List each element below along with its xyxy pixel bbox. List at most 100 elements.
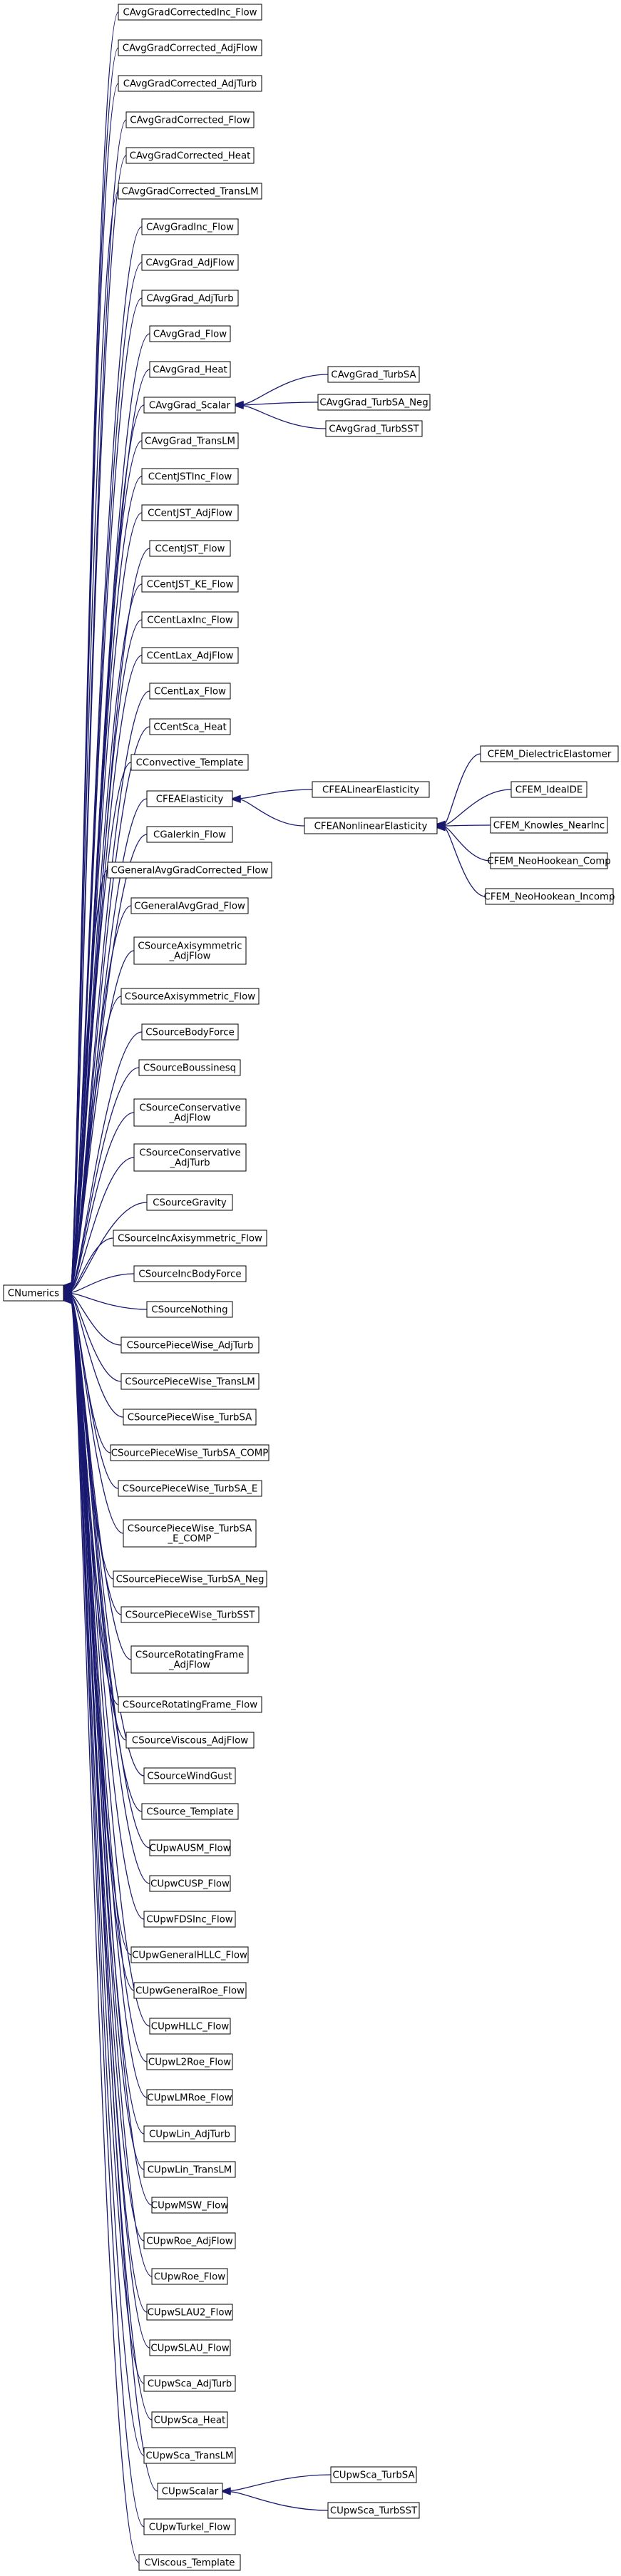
class-node-csourcepiecewise-translm[interactable]: CSourcePieceWise_TransLM [120, 1373, 260, 1390]
class-node-ccentlax-adjflow[interactable]: CCentLax_AdjFlow [141, 647, 239, 664]
class-node-csourceboussinesq[interactable]: CSourceBoussinesq [138, 1059, 241, 1076]
class-node-cfealinearelasticity[interactable]: CFEALinearElasticity [312, 781, 430, 798]
class-node-csourceincaxisymmetric-flow[interactable]: CSourceIncAxisymmetric_Flow [113, 1230, 267, 1247]
class-node-cupwroe-flow[interactable]: CUpwRoe_Flow [151, 2268, 228, 2285]
class-node-cupwlmroe-flow[interactable]: CUpwLMRoe_Flow [146, 2089, 233, 2106]
class-node-ccentlaxinc-flow[interactable]: CCentLaxInc_Flow [141, 611, 239, 628]
class-node-cavggradcorrected-heat[interactable]: CAvgGradCorrected_Heat [125, 147, 255, 164]
class-node-csourceincbodyforce[interactable]: CSourceIncBodyForce [133, 1265, 247, 1282]
class-node-cgeneralavggradcorrected-flow[interactable]: CGeneralAvgGradCorrected_Flow [107, 862, 272, 879]
class-node-cavggradcorrected-translm[interactable]: CAvgGradCorrected_TransLM [118, 183, 262, 200]
class-node-csourcepiecewise-turbsa[interactable]: CSourcePieceWise_TurbSA [123, 1409, 257, 1426]
class-node-cfem-dielectricelastomer[interactable]: CFEM_DielectricElastomer [480, 745, 619, 762]
class-node-cfem-neohookean-incomp[interactable]: CFEM_NeoHookean_Incomp [484, 888, 615, 905]
class-node-csourceconservative-adjturb[interactable]: CSourceConservative_AdjTurb [133, 1143, 247, 1172]
class-node-ccentjstinc-flow[interactable]: CCentJSTInc_Flow [141, 468, 239, 485]
class-node-csourcerotatingframe-adjflow[interactable]: CSourceRotatingFrame_AdjFlow [130, 1645, 249, 1674]
inheritance-edge [443, 789, 512, 826]
class-node-label: CAvgGrad_TurbSST [329, 424, 419, 435]
class-node-box [327, 2502, 420, 2519]
inheritance-edge [229, 2491, 329, 2511]
class-node-label: CSourceBoussinesq [143, 1063, 236, 1074]
class-node-label: CSourcePieceWise_TurbSA_E [123, 1484, 258, 1495]
class-node-csourcewindgust[interactable]: CSourceWindGust [143, 1767, 236, 1784]
class-node-csourceaxisymmetric-adjflow[interactable]: CSourceAxisymmetric_AdjFlow [133, 936, 247, 965]
class-node-ccentjst-flow[interactable]: CCentJST_Flow [149, 540, 231, 557]
class-node-cupwgeneralroe-flow[interactable]: CUpwGeneralRoe_Flow [133, 1982, 247, 1999]
class-node-box [118, 183, 262, 200]
class-node-cupwl2roe-flow[interactable]: CUpwL2Roe_Flow [146, 2053, 233, 2070]
class-node-label: CGeneralAvgGradCorrected_Flow [111, 866, 269, 876]
class-node-cavggradcorrectedinc-flow[interactable]: CAvgGradCorrectedInc_Flow [118, 4, 262, 21]
class-node-cavggradcorrected-adjturb[interactable]: CAvgGradCorrected_AdjTurb [118, 75, 262, 92]
class-node-cfem-idealde[interactable]: CFEM_IdealDE [510, 781, 587, 798]
class-node-cavggrad-scalar[interactable]: CAvgGrad_Scalar [143, 397, 236, 414]
class-node-csourcepiecewise-turbsst[interactable]: CSourcePieceWise_TurbSST [120, 1606, 260, 1623]
class-node-cupwsca-turbsst[interactable]: CUpwSca_TurbSST [327, 2502, 420, 2519]
inheritance-edge [242, 374, 329, 405]
class-node-label: CUpwScalar [162, 2487, 219, 2498]
class-node-csourceaxisymmetric-flow[interactable]: CSourceAxisymmetric_Flow [120, 988, 260, 1005]
class-node-cfeaelasticity[interactable]: CFEAElasticity [146, 790, 233, 807]
class-node-cavggradcorrected-flow[interactable]: CAvgGradCorrected_Flow [125, 111, 255, 128]
class-node-cnumerics[interactable]: CNumerics [3, 1284, 64, 1302]
class-node-box [149, 718, 231, 735]
class-node-cavggrad-adjturb[interactable]: CAvgGrad_AdjTurb [141, 290, 239, 307]
class-node-cfeanonlinearelasticity[interactable]: CFEANonlinearElasticity [304, 817, 438, 834]
class-node-cupwgeneralhllc-flow[interactable]: CUpwGeneralHLLC_Flow [130, 1946, 249, 1963]
class-node-cupwfdsinc-flow[interactable]: CUpwFDSInc_Flow [143, 1911, 236, 1928]
class-node-cupwlin-adjturb[interactable]: CUpwLin_AdjTurb [143, 2125, 236, 2142]
class-node-ccentlax-flow[interactable]: CCentLax_Flow [149, 683, 231, 700]
class-node-cgeneralavggrad-flow[interactable]: CGeneralAvgGrad_Flow [130, 897, 249, 914]
class-node-cupwmsw-flow[interactable]: CUpwMSW_Flow [151, 2197, 229, 2214]
class-node-csourcepiecewise-turbsa-neg[interactable]: CSourcePieceWise_TurbSA_Neg [113, 1570, 267, 1588]
class-node-cfem-knowles-nearinc[interactable]: CFEM_Knowles_NearInc [490, 817, 608, 834]
class-node-csourcepiecewise-turbsa-comp[interactable]: CSourcePieceWise_TurbSA_COMP [110, 1444, 270, 1461]
class-node-cavggradinc-flow[interactable]: CAvgGradInc_Flow [141, 218, 239, 235]
class-node-csourcepiecewise-turbsa-e[interactable]: CSourcePieceWise_TurbSA_E [118, 1480, 262, 1497]
class-node-cfem-neohookean-comp[interactable]: CFEM_NeoHookean_Comp [487, 852, 611, 869]
class-node-cconvective-template[interactable]: CConvective_Template [130, 754, 249, 771]
class-node-cupwausm-flow[interactable]: CUpwAUSM_Flow [149, 1839, 231, 1856]
class-node-cupwlin-translm[interactable]: CUpwLin_TransLM [143, 2161, 236, 2178]
class-node-csourcepiecewise-adjturb[interactable]: CSourcePieceWise_AdjTurb [120, 1336, 260, 1354]
class-node-cupwhllc-flow[interactable]: CUpwHLLC_Flow [149, 2018, 231, 2035]
class-node-csourceviscous-adjflow[interactable]: CSourceViscous_AdjFlow [125, 1732, 255, 1749]
class-node-cavggrad-heat[interactable]: CAvgGrad_Heat [149, 361, 231, 378]
class-node-cviscous-template[interactable]: CViscous_Template [138, 2554, 241, 2571]
class-node-cupwcusp-flow[interactable]: CUpwCUSP_Flow [149, 1875, 231, 1892]
class-node-label: CGeneralAvgGrad_Flow [134, 901, 245, 912]
class-node-cupwroe-adjflow[interactable]: CUpwRoe_AdjFlow [143, 2232, 236, 2249]
class-node-label: CSourceRotatingFrame_Flow [123, 1700, 257, 1711]
class-node-cavggrad-adjflow[interactable]: CAvgGrad_AdjFlow [141, 254, 239, 271]
class-node-cavggrad-flow[interactable]: CAvgGrad_Flow [149, 325, 231, 342]
class-node-cavggradcorrected-adjflow[interactable]: CAvgGradCorrected_AdjFlow [118, 39, 262, 56]
class-node-cavggrad-turbsa[interactable]: CAvgGrad_TurbSA [327, 366, 420, 383]
class-node-cupwslau-flow[interactable]: CUpwSLAU_Flow [149, 2339, 231, 2356]
class-node-cupwsca-heat[interactable]: CUpwSca_Heat [151, 2411, 228, 2428]
class-node-label: CAvgGrad_Flow [153, 329, 227, 340]
class-node-csourcenothing[interactable]: CSourceNothing [146, 1301, 233, 1318]
class-node-csourcebodyforce[interactable]: CSourceBodyForce [141, 1023, 239, 1041]
class-node-csource-template[interactable]: CSource_Template [141, 1803, 239, 1820]
class-node-csourcegravity[interactable]: CSourceGravity [146, 1194, 233, 1211]
class-node-csourcerotatingframe-flow[interactable]: CSourceRotatingFrame_Flow [118, 1696, 262, 1713]
class-node-ccentjst-adjflow[interactable]: CCentJST_AdjFlow [141, 504, 239, 521]
class-node-box [130, 1645, 249, 1674]
class-node-box [120, 1373, 260, 1390]
class-node-csourceconservative-adjflow[interactable]: CSourceConservative_AdjFlow [133, 1098, 247, 1127]
class-node-cupwsca-turbsa[interactable]: CUpwSca_TurbSA [330, 2466, 417, 2483]
class-node-cupwsca-translm[interactable]: CUpwSca_TransLM [143, 2447, 236, 2464]
class-node-cgalerkin-flow[interactable]: CGalerkin_Flow [146, 826, 233, 843]
class-node-cavggrad-turbsst[interactable]: CAvgGrad_TurbSST [325, 420, 423, 437]
class-node-cavggrad-turbsa-neg[interactable]: CAvgGrad_TurbSA_Neg [317, 394, 431, 411]
class-node-cupwsca-adjturb[interactable]: CUpwSca_AdjTurb [143, 2375, 236, 2392]
class-node-ccentsca-heat[interactable]: CCentSca_Heat [149, 718, 231, 735]
class-node-cupwturkel-flow[interactable]: CUpwTurkel_Flow [143, 2518, 236, 2535]
class-node-cupwscalar[interactable]: CUpwScalar [157, 2483, 223, 2500]
class-node-cavggrad-translm[interactable]: CAvgGrad_TransLM [141, 432, 239, 449]
class-node-label: CSourcePieceWise_TurbSA_COMP [111, 1448, 268, 1459]
class-node-cupwslau2-flow[interactable]: CUpwSLAU2_Flow [146, 2304, 233, 2321]
class-node-ccentjst-ke-flow[interactable]: CCentJST_KE_Flow [141, 576, 239, 593]
class-node-csourcepiecewise-turbsa-e-comp[interactable]: CSourcePieceWise_TurbSA_E_COMP [123, 1519, 257, 1548]
